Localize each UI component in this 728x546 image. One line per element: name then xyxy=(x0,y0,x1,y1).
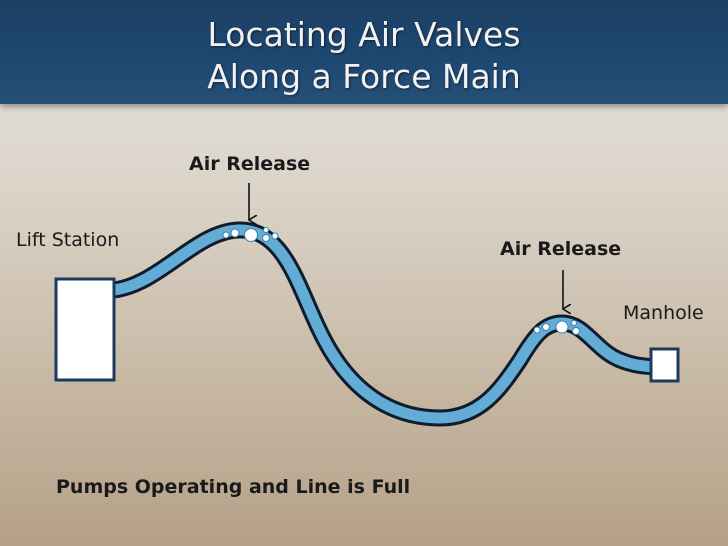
manhole-box xyxy=(649,347,680,383)
air-bubbles-high-point-1 xyxy=(222,227,279,242)
manhole-label: Manhole xyxy=(623,302,704,324)
title-line-2: Along a Force Main xyxy=(207,57,521,96)
air-bubbles-high-point-2 xyxy=(533,320,580,335)
lift-station-box xyxy=(54,277,116,382)
lift-station-label: Lift Station xyxy=(16,229,120,251)
air-release-label-2: Air Release xyxy=(500,238,622,260)
title-line-1: Locating Air Valves xyxy=(207,15,521,54)
air-release-label-1: Air Release xyxy=(189,153,311,175)
slide-title: Locating Air Valves Along a Force Main xyxy=(0,14,728,98)
title-banner: Locating Air Valves Along a Force Main xyxy=(0,0,728,104)
caption: Pumps Operating and Line is Full xyxy=(56,476,411,498)
